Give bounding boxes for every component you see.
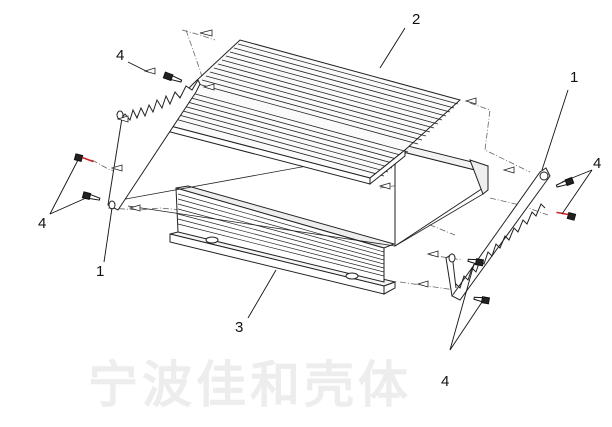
screws-right xyxy=(467,176,577,305)
callout-screws-left-bottom: 4 xyxy=(38,215,46,232)
screw-icon xyxy=(467,258,485,267)
callout-screws-right-top: 4 xyxy=(593,155,601,172)
screw-icon xyxy=(73,153,94,163)
screw-icon xyxy=(555,176,575,188)
callout-screws-right-bottom: 4 xyxy=(441,373,449,390)
callout-end-plate-right: 1 xyxy=(570,69,578,86)
screw-icon xyxy=(162,71,183,83)
callout-end-plate-left: 1 xyxy=(96,263,104,280)
screws-left xyxy=(73,71,183,201)
screw-icon xyxy=(81,191,101,201)
end-plate-left xyxy=(107,78,201,211)
top-cover xyxy=(154,39,462,186)
callout-screws-left-top: 4 xyxy=(116,47,124,64)
end-plate-right xyxy=(445,167,551,301)
callout-bottom-shell: 3 xyxy=(235,319,243,336)
screw-icon xyxy=(556,211,577,221)
callout-leaders xyxy=(49,27,593,351)
bottom-shell xyxy=(119,143,489,295)
screw-icon xyxy=(473,296,491,305)
callout-top-cover: 2 xyxy=(412,11,420,28)
watermark-text: 宁波佳和壳体 xyxy=(88,356,412,414)
arrow-markers xyxy=(110,29,515,288)
